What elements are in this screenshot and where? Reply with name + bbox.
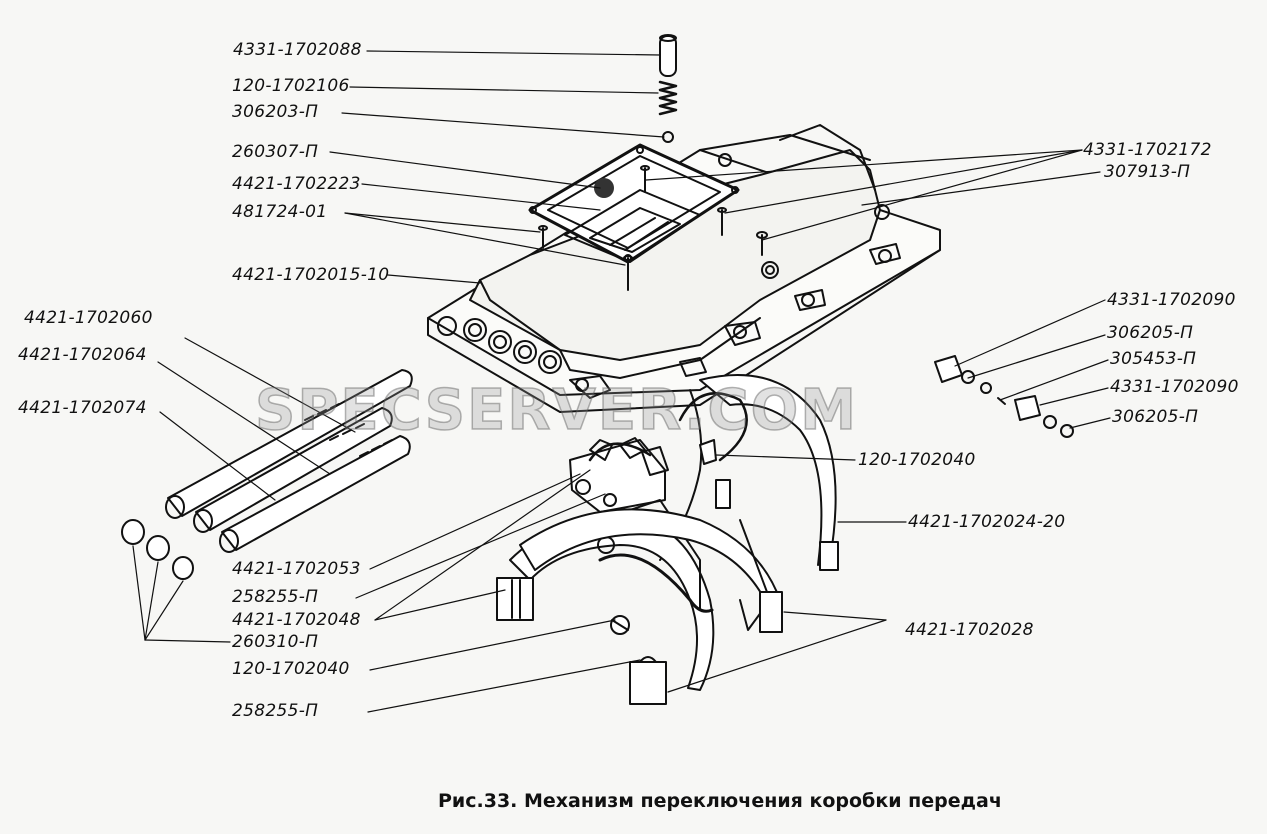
part-label-4331-1702088: 4331-1702088	[233, 40, 362, 60]
part-label-305453-P: 305453-П	[1110, 349, 1197, 369]
part-label-4421-1702060: 4421-1702060	[24, 308, 153, 328]
part-label-4421-1702028: 4421-1702028	[905, 620, 1034, 640]
part-label-120-1702040-a: 120-1702040	[858, 450, 976, 470]
part-label-260307-P: 260307-П	[232, 142, 319, 162]
lock-plunger	[659, 34, 677, 77]
part-label-306205-P-b: 306205-П	[1112, 407, 1199, 427]
part-label-4421-1702064: 4421-1702064	[18, 345, 147, 365]
part-label-4421-1702024-20: 4421-1702024-20	[908, 512, 1066, 532]
part-label-120-1702040-b: 120-1702040	[232, 659, 350, 679]
part-label-258255-P-b: 258255-П	[232, 701, 319, 721]
leader-lines	[132, 50, 1111, 713]
part-label-258255-P-a: 258255-П	[232, 587, 319, 607]
part-label-4421-1702048: 4421-1702048	[232, 610, 361, 630]
part-label-4421-1702223: 4421-1702223	[232, 174, 361, 194]
part-label-307913-P: 307913-П	[1104, 162, 1191, 182]
part-label-306205-P-a: 306205-П	[1107, 323, 1194, 343]
part-label-120-1702106: 120-1702106	[232, 76, 350, 96]
part-label-481724-01: 481724-01	[232, 202, 328, 222]
part-label-4331-1702090-a: 4331-1702090	[1107, 290, 1236, 310]
shift-rails	[165, 369, 413, 553]
top-gasket	[528, 143, 740, 264]
lock-spring	[658, 80, 678, 116]
watermark-text: SPECSERVER.COM	[254, 377, 858, 444]
cover-studs	[538, 165, 768, 291]
part-label-4421-1702015-10: 4421-1702015-10	[232, 265, 390, 285]
interlock-pins	[934, 355, 1074, 438]
expansion-plugs	[121, 519, 194, 580]
figure-caption: Рис.33. Механизм переключения коробки пе…	[438, 790, 1002, 812]
part-label-260310-P: 260310-П	[232, 632, 319, 652]
part-label-4421-1702053: 4421-1702053	[232, 559, 361, 579]
part-label-4331-1702090-b: 4331-1702090	[1110, 377, 1239, 397]
part-label-4331-1702172: 4331-1702172	[1083, 140, 1212, 160]
shift-housing	[427, 124, 941, 413]
part-label-306203-P: 306203-П	[232, 102, 319, 122]
shift-forks	[496, 374, 839, 705]
part-label-4421-1702074: 4421-1702074	[18, 398, 147, 418]
